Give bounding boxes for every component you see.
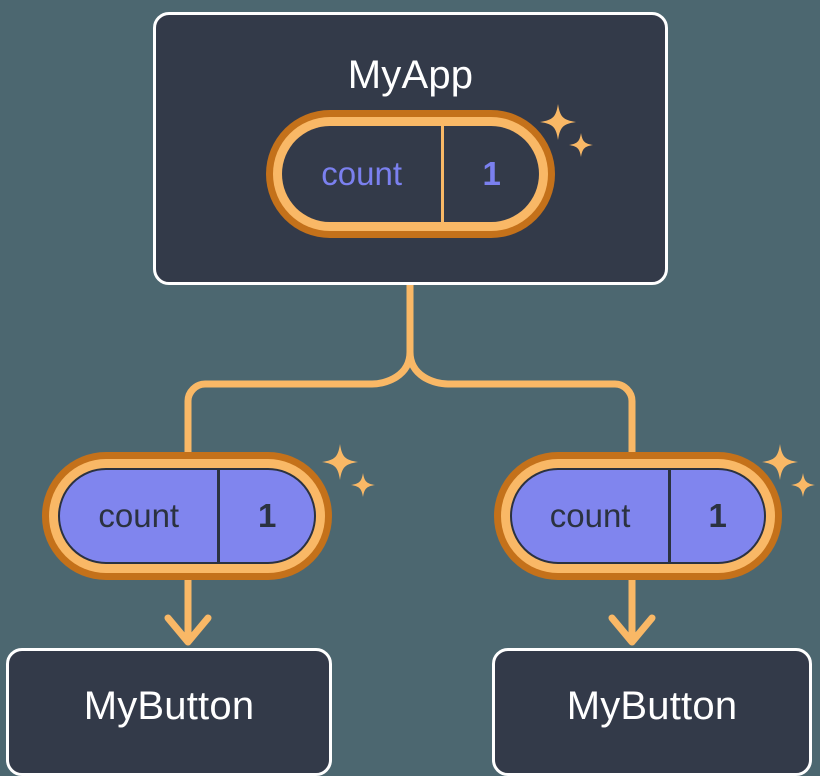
signal-pill-left[interactable]: count 1 [42,452,332,580]
signal-pill-body: count 1 [282,126,539,222]
sparkle-small-icon [791,473,815,497]
signal-name: count [321,155,403,192]
sparkle-small-icon [351,473,375,497]
signal-value: 1 [217,470,314,562]
arrow-head-left-icon [164,614,212,646]
signal-pill-right[interactable]: count 1 [494,452,782,580]
tree-connector-path [184,281,636,456]
component-card-mybutton-right[interactable]: MyButton [492,648,812,776]
signal-pill-ring: count 1 [49,459,325,573]
component-label-mybutton-left: MyButton [83,684,255,728]
signal-pill-ring: count 1 [273,117,548,231]
signal-pill-body: count 1 [510,468,766,564]
component-label-myapp: MyApp [347,53,474,97]
signal-pill-body: count 1 [58,468,316,564]
signal-name: count [549,497,631,534]
signal-name: count [98,497,180,534]
arrow-head-right-icon [608,614,656,646]
signal-pill-myapp[interactable]: count 1 [266,110,555,238]
signal-pill-ring: count 1 [501,459,775,573]
signal-value: 1 [441,126,539,222]
signal-value: 1 [668,470,764,562]
component-card-mybutton-left[interactable]: MyButton [6,648,332,776]
sparkle-large-icon [322,444,358,480]
component-label-mybutton-right: MyButton [566,684,738,728]
